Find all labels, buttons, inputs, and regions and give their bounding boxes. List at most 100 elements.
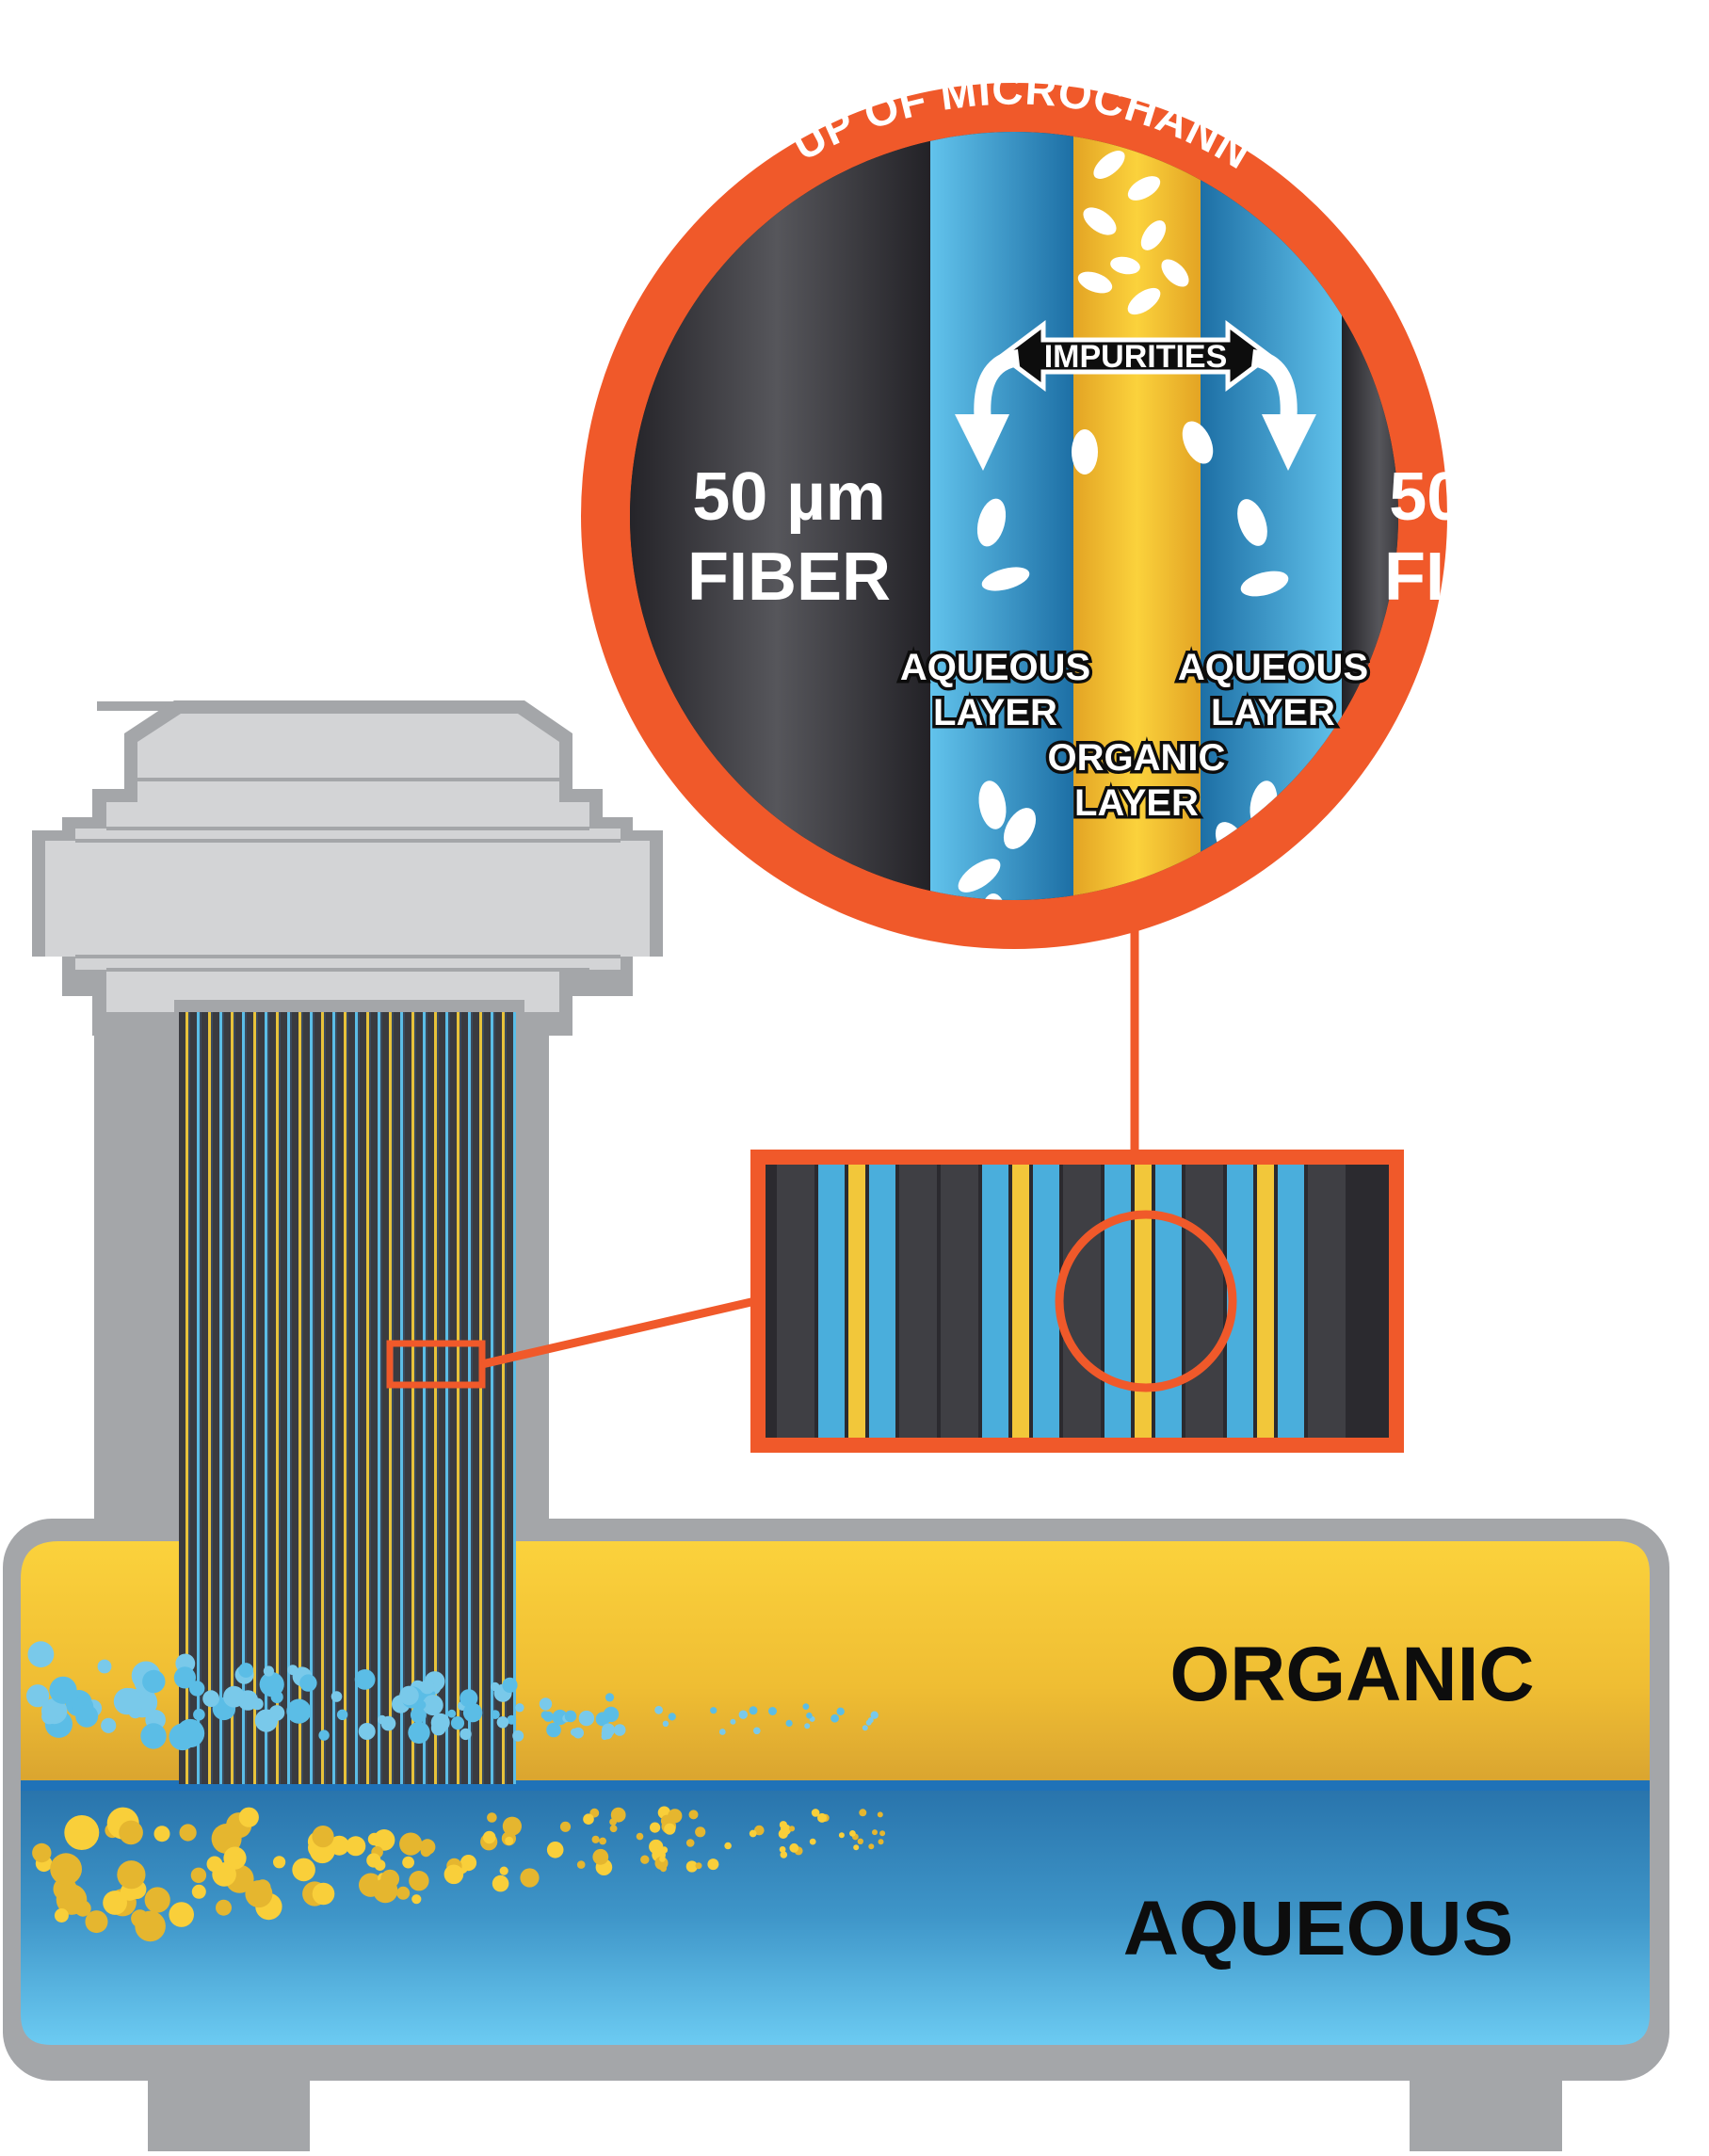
- organic-droplet: [420, 1845, 432, 1858]
- aqueous-droplet: [613, 1724, 626, 1736]
- fiber-strand: [314, 1012, 321, 1784]
- organic-droplet: [216, 1899, 232, 1916]
- aqueous-label-right-line1: AQUEOUS: [1178, 647, 1368, 688]
- organic-droplet: [809, 1838, 816, 1845]
- organic-droplet: [811, 1809, 820, 1817]
- aqueous-droplet: [785, 1719, 793, 1727]
- organic-droplet: [411, 1894, 422, 1905]
- aqueous-droplet: [662, 1720, 669, 1728]
- organic-droplet: [592, 1848, 609, 1865]
- organic-droplet: [443, 1864, 464, 1885]
- fiber-channel: [321, 1012, 324, 1784]
- aqueous-droplet: [654, 1705, 663, 1714]
- aqueous-droplet: [287, 1665, 298, 1676]
- aqueous-droplet: [410, 1707, 427, 1723]
- organic-droplet: [724, 1842, 732, 1850]
- aqueous-droplet: [25, 1684, 50, 1708]
- aqueous-droplet: [140, 1723, 167, 1749]
- organic-droplet: [583, 1813, 594, 1825]
- strip-aqueous-band: [982, 1165, 1008, 1438]
- fiber-strand: [394, 1012, 400, 1784]
- organic-droplet: [576, 1860, 586, 1869]
- organic-droplet: [292, 1858, 315, 1882]
- organic-droplet: [789, 1842, 799, 1853]
- magnified-strip: [750, 1150, 1404, 1453]
- fiber-strand: [427, 1012, 434, 1784]
- organic-droplet: [117, 1860, 146, 1890]
- organic-droplet: [487, 1812, 497, 1823]
- organic-droplet: [868, 1843, 875, 1850]
- impurity-particle: [1093, 151, 1125, 179]
- aqueous-droplet: [804, 1723, 811, 1730]
- organic-droplet: [660, 1865, 667, 1873]
- organic-droplet: [685, 1839, 695, 1847]
- organic-droplet: [817, 1812, 827, 1823]
- organic-droplet: [502, 1816, 523, 1836]
- aqueous-droplet: [753, 1727, 761, 1735]
- aqueous-droplet: [462, 1702, 483, 1723]
- fiber-strand: [416, 1012, 423, 1784]
- fiber-channel: [491, 1012, 493, 1784]
- fiber-channel: [344, 1012, 347, 1784]
- impurity-particle: [1110, 256, 1140, 275]
- organic-droplet: [636, 1832, 644, 1841]
- aqueous-droplet: [97, 1659, 112, 1674]
- aqueous-droplet: [830, 1714, 839, 1723]
- fiber-strand: [213, 1012, 219, 1784]
- tank-label-organic: ORGANIC: [1169, 1632, 1534, 1717]
- aqueous-droplet: [512, 1730, 524, 1742]
- fiber-channel: [400, 1012, 403, 1784]
- aqueous-droplet: [507, 1714, 517, 1725]
- aqueous-droplet: [540, 1711, 550, 1719]
- aqueous-droplet: [378, 1714, 387, 1725]
- organic-droplet: [483, 1830, 496, 1844]
- organic-droplet: [779, 1821, 788, 1829]
- organic-droplet: [54, 1908, 69, 1923]
- organic-droplet: [179, 1824, 197, 1842]
- fiber-strand: [507, 1012, 513, 1784]
- strip-aqueous-band: [1033, 1165, 1059, 1438]
- aqueous-droplet: [318, 1730, 330, 1741]
- organic-droplet: [707, 1858, 719, 1871]
- strip-fiber-band: [1063, 1165, 1101, 1438]
- fiber-label-right-line2: FIBER: [1384, 539, 1588, 615]
- fiber-strand: [202, 1012, 208, 1784]
- aqueous-droplet: [605, 1693, 615, 1702]
- aqueous-droplet: [870, 1711, 879, 1719]
- impurity-particle: [1237, 499, 1267, 546]
- fiber-strand: [473, 1012, 479, 1784]
- organic-droplet: [409, 1871, 429, 1891]
- strip-fiber-band: [941, 1165, 978, 1438]
- organic-droplet: [312, 1882, 335, 1906]
- fiber-bundle: [179, 1012, 516, 1784]
- curve-arrow-left: [974, 349, 1021, 425]
- aqueous-droplet: [459, 1689, 478, 1708]
- organic-droplet: [245, 1880, 273, 1908]
- aqueous-droplet: [75, 1704, 99, 1728]
- organic-droplet: [346, 1836, 366, 1857]
- aqueous-droplet: [299, 1674, 317, 1692]
- aqueous-droplet: [399, 1685, 419, 1706]
- fiber-strand: [235, 1012, 242, 1784]
- aqueous-droplet: [450, 1716, 465, 1730]
- aqueous-droplet: [836, 1707, 845, 1716]
- closeup-circle: CLOSEUP OF MICROCHANNELING IMPURITIES 50…: [0, 0, 1588, 949]
- strip-aqueous-band: [1278, 1165, 1304, 1438]
- fiber-strand: [405, 1012, 411, 1784]
- organic-droplet: [50, 1853, 82, 1886]
- aqueous-droplet: [142, 1669, 166, 1694]
- organic-droplet: [591, 1835, 600, 1843]
- fiber-strand: [484, 1012, 491, 1784]
- organic-droplet: [85, 1910, 108, 1934]
- impurity-particle: [1182, 421, 1214, 464]
- organic-droplet: [853, 1844, 860, 1851]
- aqueous-droplet: [601, 1733, 608, 1741]
- fiber-strand: [281, 1012, 287, 1784]
- aqueous-droplet: [749, 1706, 758, 1715]
- fiber-channel: [253, 1012, 256, 1784]
- fiber-channel: [445, 1012, 448, 1784]
- aqueous-droplet: [718, 1729, 726, 1735]
- aqueous-droplet: [668, 1713, 676, 1721]
- aqueous-droplet: [238, 1663, 254, 1678]
